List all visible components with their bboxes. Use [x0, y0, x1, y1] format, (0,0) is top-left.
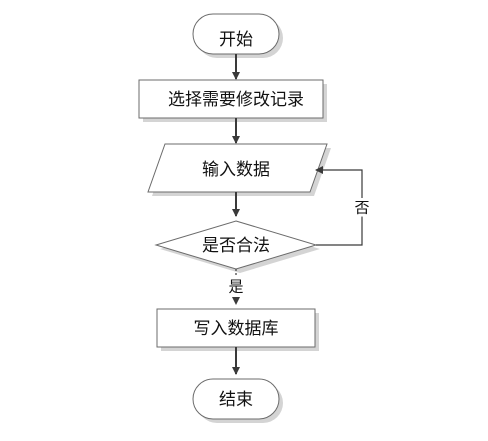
decision-label: 是否合法: [202, 236, 270, 256]
start-node: 开始: [192, 13, 283, 58]
end-node: 结束: [192, 378, 283, 423]
write-db-node: 写入数据库: [156, 308, 319, 351]
select-record-node: 选择需要修改记录: [138, 79, 327, 122]
input-data-label: 输入数据: [202, 160, 270, 180]
write-db-label: 写入数据库: [194, 319, 279, 339]
input-data-node: 输入数据: [147, 143, 331, 196]
start-node-label: 开始: [219, 30, 253, 50]
arrow-no-loop: [315, 166, 363, 246]
decision-node: 是否合法: [154, 220, 320, 273]
end-node-label: 结束: [219, 390, 253, 410]
yes-label: 是: [228, 278, 243, 296]
no-label: 否: [354, 199, 369, 217]
select-record-label: 选择需要修改记录: [168, 90, 304, 110]
